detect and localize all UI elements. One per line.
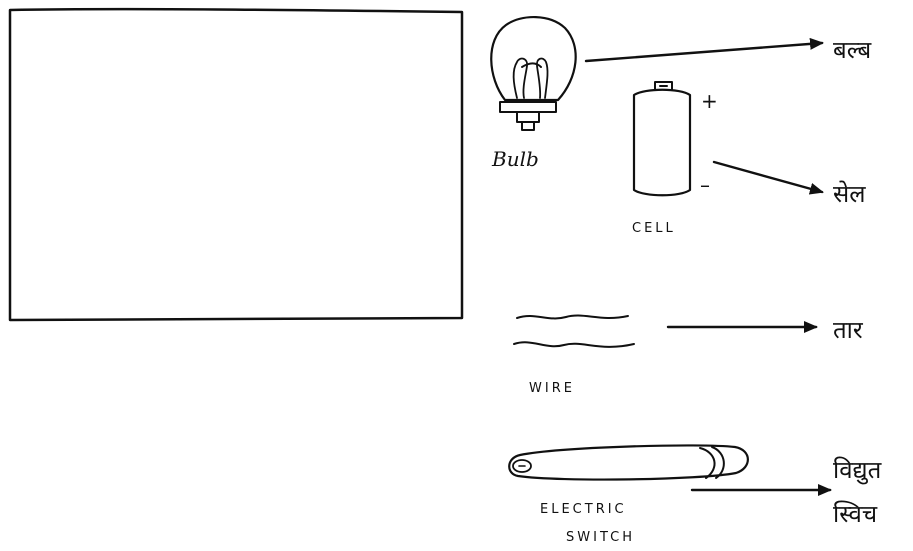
wire-label-hindi: तार: [833, 316, 864, 344]
cell-arrow: [712, 160, 824, 195]
empty-drawing-box: [8, 7, 464, 322]
cell-plus-sign: +: [701, 89, 718, 113]
wire-icon: [513, 314, 635, 348]
cell-caption: CELL: [632, 221, 676, 236]
cell-minus-sign: –: [700, 173, 710, 197]
wire-caption: WIRE: [529, 381, 575, 396]
switch-label-hindi-line-1: विद्युत: [833, 456, 883, 485]
switch-caption-line-2: SWITCH: [566, 530, 635, 545]
bulb-arrow: [584, 37, 824, 63]
cell-icon: [632, 81, 692, 197]
bulb-icon: [490, 16, 577, 131]
switch-label-hindi-line-2: स्विच: [833, 500, 878, 528]
bulb-label-hindi: बल्ब: [833, 36, 873, 64]
switch-icon: [508, 444, 749, 481]
bulb-caption: Bulb: [491, 147, 539, 171]
cell-label-hindi: सेल: [833, 180, 866, 208]
switch-caption-line-1: ELECTRIC: [540, 502, 627, 517]
